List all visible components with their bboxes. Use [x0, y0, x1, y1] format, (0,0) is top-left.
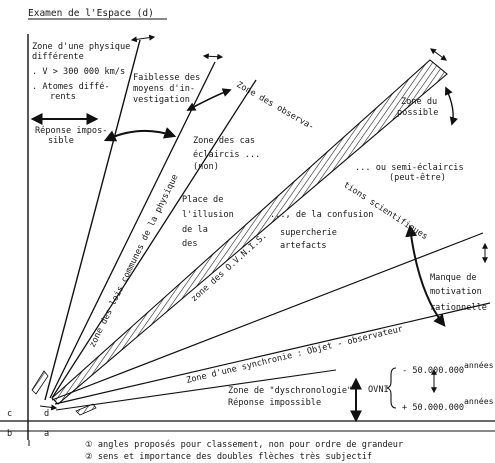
range-negative: - 50.000.000 — [402, 366, 464, 376]
arrow-top-left — [130, 34, 156, 43]
axis-label-b: b — [7, 429, 12, 439]
arrow-origin — [39, 404, 58, 411]
ovni-label: OVNI — [368, 385, 389, 395]
cas-label-3: (non) — [193, 162, 219, 172]
illusion-label-1: Place de — [182, 195, 223, 205]
illusion-label-2: l'illusion — [182, 210, 234, 220]
reponse-impossible-label-1: Réponse impos- — [35, 125, 107, 136]
semi-label-1: ... ou semi-éclaircis — [355, 162, 464, 173]
range-negative-unit: années — [464, 360, 494, 370]
physique-label-2: différente — [32, 51, 84, 62]
illusion-label-3: de la — [182, 225, 208, 235]
diagram-title: Examen de l'Espace (d) — [28, 8, 154, 19]
reponse-impossible-label-2: sible — [48, 136, 74, 146]
arrow-observations — [186, 88, 232, 111]
dyschrono-label-2: Réponse impossible — [228, 397, 321, 408]
supercherie-label: supercherie — [280, 228, 337, 238]
axis-label-c: c — [7, 409, 12, 419]
footnote-1: ① angles proposés pour classement, non p… — [85, 439, 403, 450]
physique-label-1: Zone d'une physique — [32, 42, 130, 52]
faiblesse-label-1: Faiblesse des — [133, 73, 200, 83]
arrow-top-mid — [202, 53, 224, 60]
ovni-brace — [386, 367, 397, 409]
possible-label-1: Zone du — [401, 97, 437, 107]
physique-label-5: rents — [50, 92, 76, 102]
cas-label-1: Zone des cas — [193, 136, 255, 146]
range-positive: + 50.000.000 — [402, 403, 464, 413]
manque-label-1: Manque de — [430, 273, 477, 283]
arrow-zone-possible — [444, 86, 458, 126]
possible-label-2: possible — [397, 108, 438, 118]
dyschrono-label-1: Zone de "dyschronologie" — [228, 386, 352, 396]
axis-label-a: a — [44, 429, 49, 439]
synchronie-label: Zone d'une synchronie : Objet - observat… — [185, 324, 404, 386]
axis-label-d: d — [44, 409, 49, 419]
arrow-top-right — [430, 48, 447, 61]
ray-dyschrono — [55, 369, 337, 411]
faiblesse-label-3: vestigation — [133, 95, 190, 105]
artefacts-label: artefacts — [280, 241, 327, 251]
ray-far-left — [44, 39, 141, 401]
footnote-2: ② sens et importance des doubles flèches… — [85, 451, 372, 462]
ray-lois-upper — [49, 61, 216, 399]
lois-label: zone des lois communes de la physique — [88, 173, 181, 349]
origin-hatch-right — [75, 403, 97, 416]
ovnis-hatched-band — [51, 59, 448, 405]
arrow-manque — [405, 224, 446, 327]
faiblesse-label-2: moyens d'in- — [133, 84, 195, 94]
arrow-faiblesse — [103, 127, 177, 142]
cas-label-2: éclaircis ... — [193, 149, 260, 160]
ray-lois-lower — [51, 79, 257, 399]
physique-label-3: . V > 300 000 km/s — [32, 67, 125, 77]
physique-label-4: . Atomes diffé- — [32, 81, 110, 92]
semi-label-2: (peut-être) — [389, 172, 446, 183]
range-positive-unit: années — [464, 396, 494, 406]
origin-hatch-left — [31, 370, 49, 395]
confusion-label: ..., de la confusion — [270, 210, 373, 220]
manque-label-3: rationnelle — [430, 303, 487, 313]
illusion-label-4: des — [182, 239, 198, 249]
manque-label-2: motivation — [430, 287, 482, 297]
observations-label-a: Zone des observa- — [235, 80, 316, 133]
